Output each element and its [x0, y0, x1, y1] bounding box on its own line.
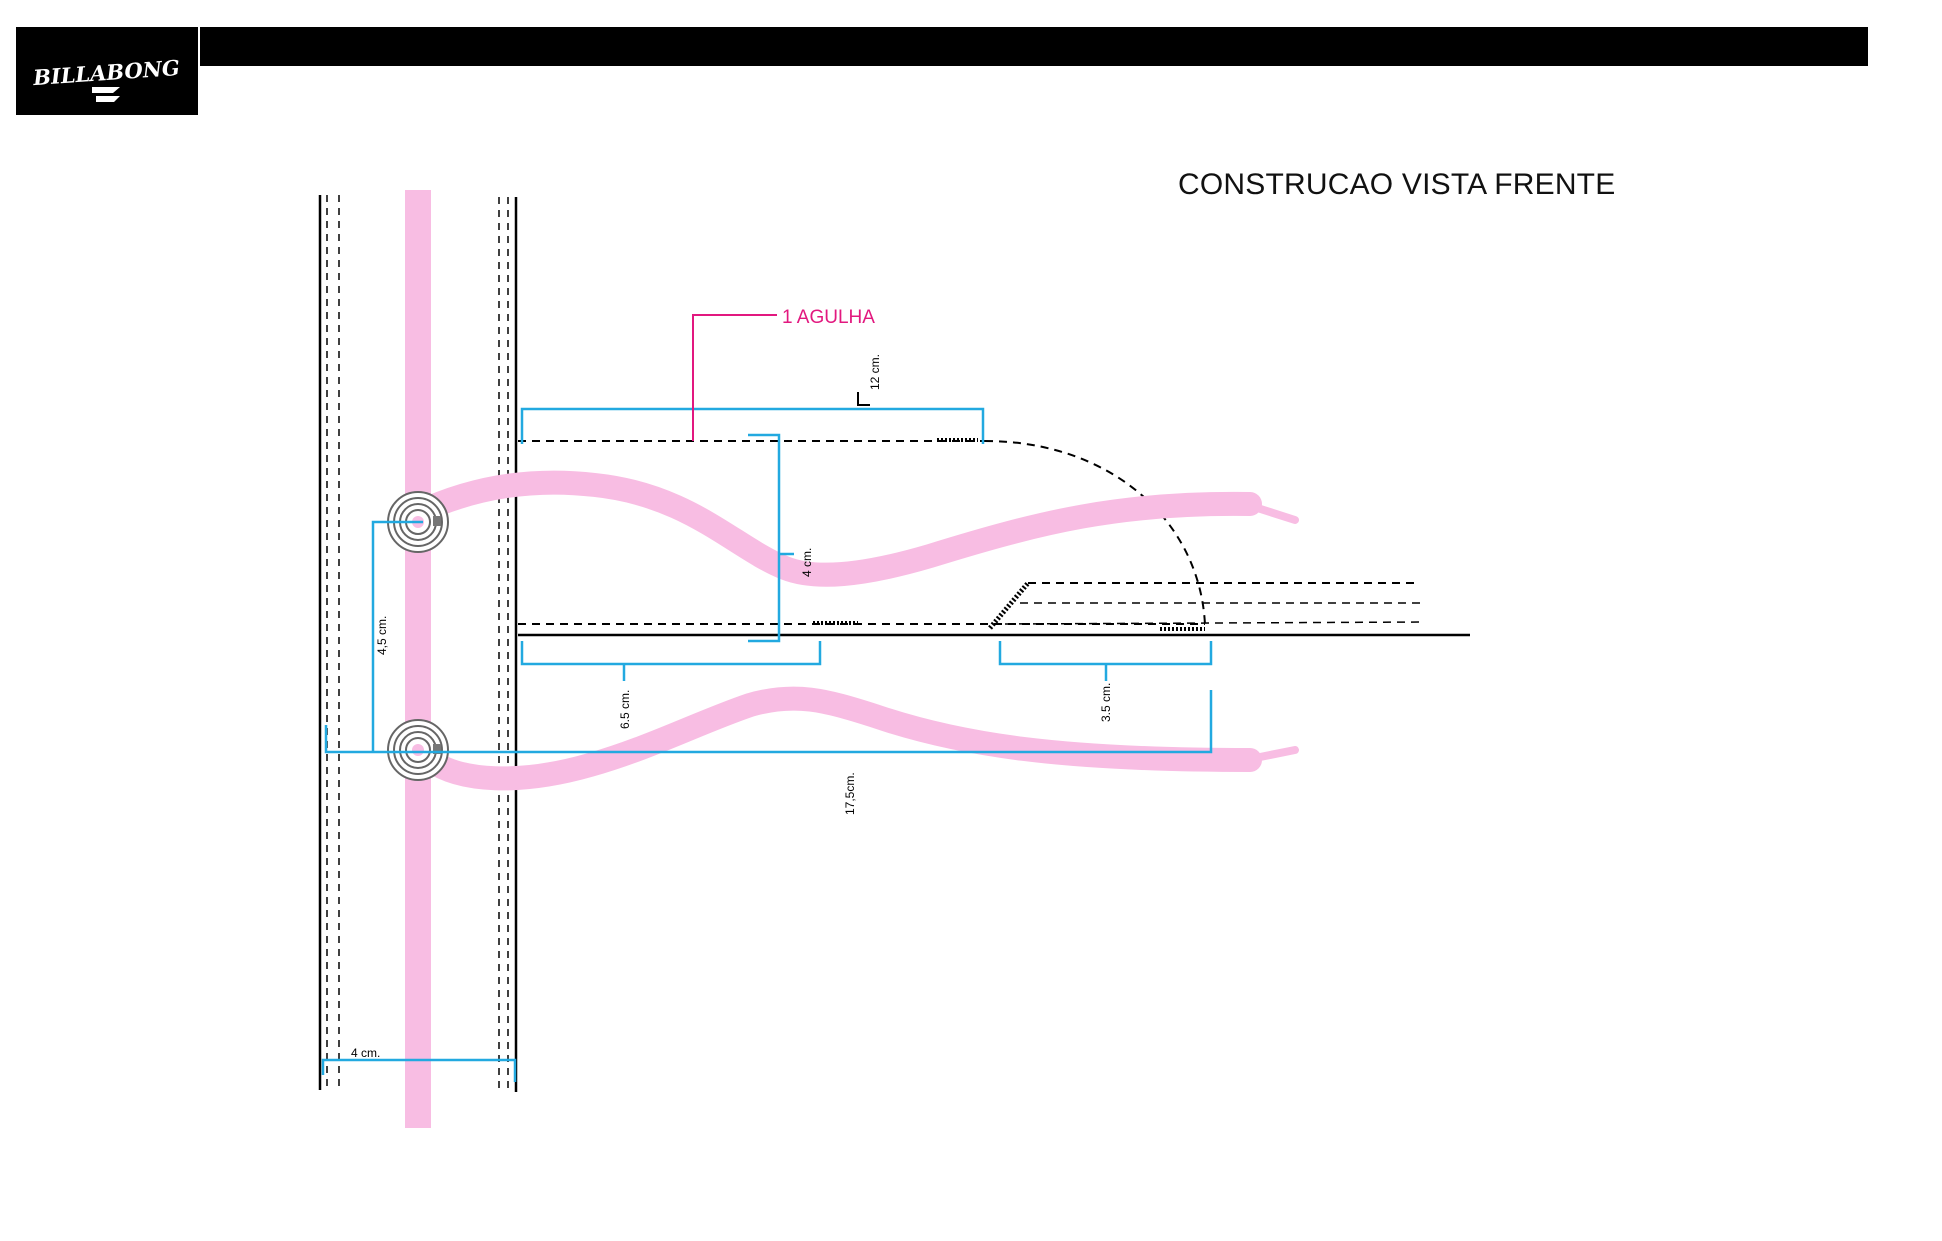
- lace-upper: [406, 470, 1262, 587]
- vertical-lace: [405, 190, 431, 1128]
- bartack-stitches: [813, 438, 1205, 631]
- dim-label-left-segment: 6.5 cm.: [618, 690, 632, 729]
- dim-top-width-tick: [857, 392, 870, 406]
- dim-total-length: [324, 690, 1213, 754]
- callout-leader: [692, 314, 777, 441]
- eyelet-logo-icon: [433, 744, 441, 754]
- dim-right-segment: [998, 641, 1213, 666]
- lace-lower-tip: [1241, 746, 1299, 764]
- eyelet-logo-icon: [433, 516, 441, 526]
- dim-label-top-width: 12 cm.: [868, 354, 882, 390]
- bartack-diagonal: [988, 581, 1030, 630]
- dim-label-right-segment: 3.5 cm.: [1099, 683, 1113, 722]
- dim-label-eyelet-spacing: 4,5 cm.: [375, 616, 389, 655]
- dim-top-width: [520, 407, 985, 444]
- placket-lines: [318, 195, 518, 1092]
- dim-label-flap-height: 4 cm.: [800, 548, 814, 577]
- flap-outline: [518, 440, 1470, 637]
- dim-flap-height: [748, 433, 781, 643]
- dim-placket-width: [321, 1058, 517, 1082]
- eyelet-bottom: [387, 719, 449, 781]
- brand-emblem-icon: [92, 87, 120, 102]
- dim-left-segment: [520, 641, 822, 666]
- dimension-lines: [321, 407, 1213, 1082]
- lace-upper-tip: [1241, 500, 1299, 524]
- header-bar: [200, 27, 1868, 66]
- dim-label-placket-width: 4 cm.: [351, 1046, 380, 1060]
- page-title: CONSTRUCAO VISTA FRENTE: [1178, 168, 1616, 201]
- laces: [406, 470, 1299, 791]
- callout-label: 1 AGULHA: [782, 307, 875, 328]
- lace-lower: [418, 686, 1262, 791]
- dim-label-total-length: 17,5cm.: [843, 772, 857, 815]
- dim-eyelet-spacing: [371, 520, 423, 752]
